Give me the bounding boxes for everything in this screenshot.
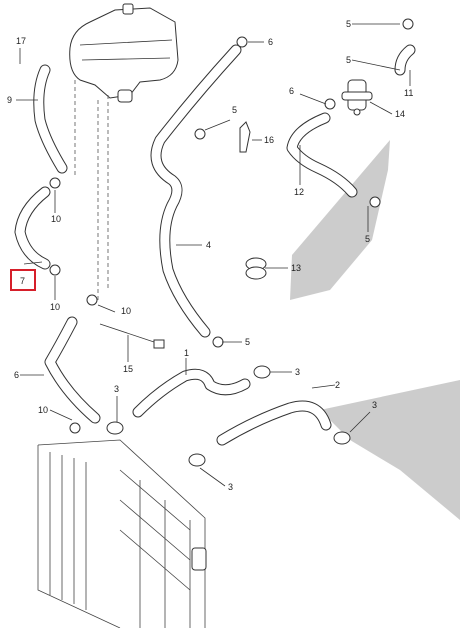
shade-region-upper (290, 140, 390, 300)
callout-9: 9 (7, 95, 12, 105)
hose-7 (14, 186, 51, 270)
callout-10: 10 (51, 214, 61, 224)
hose-2 (216, 400, 332, 446)
callout-16: 16 (264, 135, 274, 145)
clamp-13 (245, 257, 267, 280)
callout-5: 5 (346, 55, 351, 65)
hose-11 (394, 44, 416, 76)
callout-5: 5 (232, 105, 237, 115)
cable-tie-15 (99, 323, 165, 349)
radiator (37, 439, 207, 628)
callout-4: 4 (206, 240, 211, 250)
callout-12: 12 (294, 187, 304, 197)
bracket-16 (239, 121, 251, 153)
hose-1 (132, 368, 251, 418)
hose-12 (286, 112, 358, 198)
hose-clamps (49, 18, 414, 467)
callout-11: 11 (404, 88, 413, 98)
callout-1: 1 (184, 348, 189, 358)
callout-10: 10 (50, 302, 60, 312)
callout-2: 2 (335, 380, 340, 390)
callout-3: 3 (228, 482, 233, 492)
callout-5: 5 (245, 337, 250, 347)
hose-6-lower (44, 316, 101, 424)
callout-6: 6 (14, 370, 19, 380)
shade-region-lower (320, 380, 460, 520)
callout-5: 5 (346, 19, 351, 29)
callout-13: 13 (291, 263, 301, 273)
callout-14: 14 (395, 109, 405, 119)
callout-6: 6 (268, 37, 273, 47)
callout-7: 7 (20, 276, 25, 286)
valve-14 (341, 79, 373, 116)
hose-4 (150, 44, 242, 338)
hose-9 (33, 64, 68, 174)
callout-10: 10 (38, 405, 48, 415)
leader-lines (16, 23, 411, 487)
callout-17: 17 (16, 36, 26, 46)
callout-15: 15 (123, 364, 133, 374)
callout-3: 3 (114, 384, 119, 394)
callout-3: 3 (295, 367, 300, 377)
callout-7-highlight-box (10, 269, 36, 291)
callout-10: 10 (121, 306, 131, 316)
callout-3: 3 (372, 400, 377, 410)
callout-5: 5 (365, 234, 370, 244)
expansion-tank (69, 3, 179, 103)
callout-6: 6 (289, 86, 294, 96)
